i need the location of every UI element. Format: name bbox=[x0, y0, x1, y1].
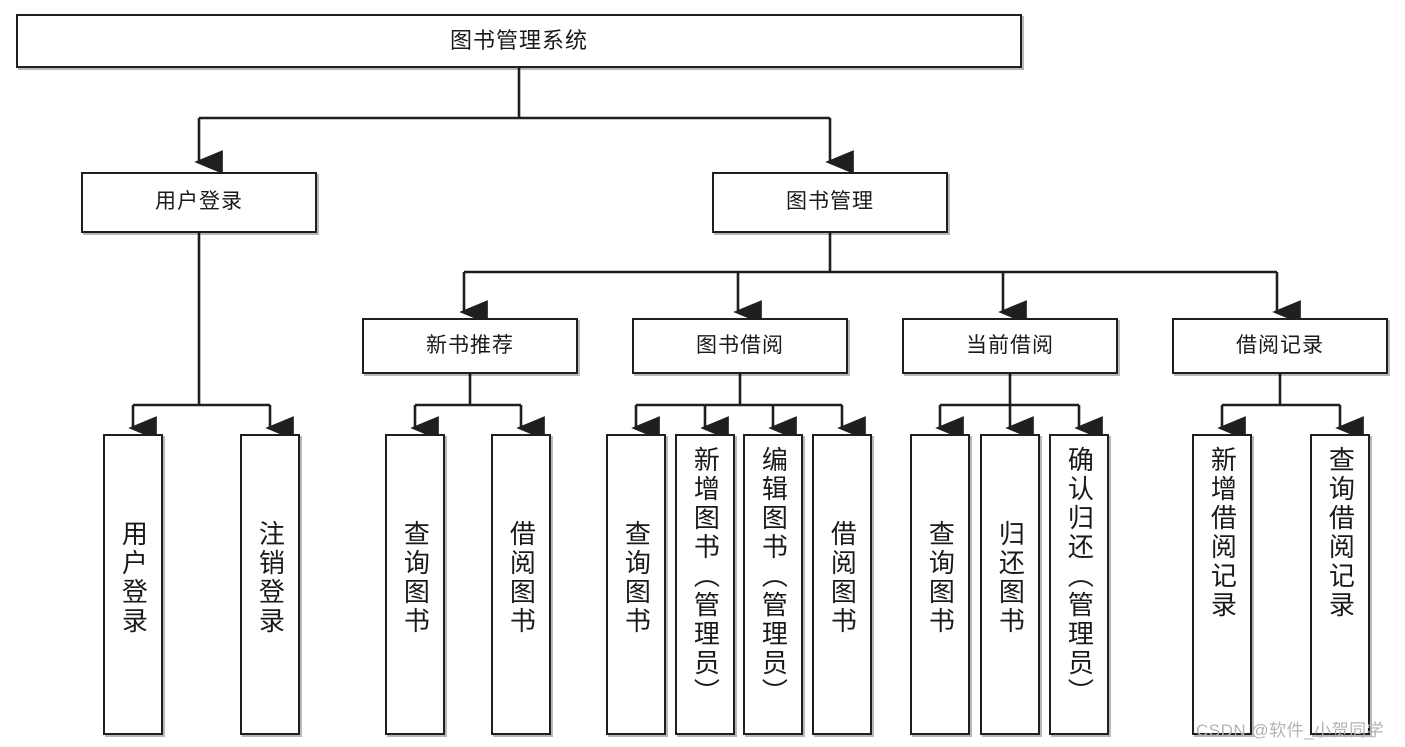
leaf-query-record[interactable]: 查询借阅记录 bbox=[1310, 434, 1370, 735]
node-user-login[interactable]: 用户登录 bbox=[81, 172, 317, 233]
node-current-borrow[interactable]: 当前借阅 bbox=[902, 318, 1118, 374]
node-root[interactable]: 图书管理系统 bbox=[16, 14, 1022, 68]
watermark: CSDN @软件_小贺同学 bbox=[1196, 721, 1385, 740]
leaf-add-record-label: 新增借阅记录 bbox=[1207, 446, 1238, 620]
node-current-borrow-label: 当前借阅 bbox=[966, 333, 1054, 357]
leaf-query-book-3[interactable]: 查询图书 bbox=[910, 434, 970, 735]
leaf-add-book-label: 新增图书（管理员） bbox=[690, 446, 721, 707]
node-borrow-record[interactable]: 借阅记录 bbox=[1172, 318, 1388, 374]
leaf-query-book-1[interactable]: 查询图书 bbox=[385, 434, 445, 735]
leaf-logout-label: 注销登录 bbox=[255, 520, 286, 636]
node-new-book-rec[interactable]: 新书推荐 bbox=[362, 318, 578, 374]
leaf-query-book-2-label: 查询图书 bbox=[621, 520, 652, 636]
leaf-logout[interactable]: 注销登录 bbox=[240, 434, 300, 735]
leaf-borrow-book-2[interactable]: 借阅图书 bbox=[812, 434, 872, 735]
leaf-query-book-1-label: 查询图书 bbox=[400, 520, 431, 636]
leaf-return-book[interactable]: 归还图书 bbox=[980, 434, 1040, 735]
leaf-add-book[interactable]: 新增图书（管理员） bbox=[675, 434, 735, 735]
leaf-query-book-2[interactable]: 查询图书 bbox=[606, 434, 666, 735]
node-new-book-rec-label: 新书推荐 bbox=[426, 333, 514, 357]
leaf-edit-book-label: 编辑图书（管理员） bbox=[758, 446, 789, 707]
leaf-user-login[interactable]: 用户登录 bbox=[103, 434, 163, 735]
leaf-confirm-return-label: 确认归还（管理员） bbox=[1064, 446, 1095, 707]
node-book-borrow-label: 图书借阅 bbox=[696, 333, 784, 357]
leaf-borrow-book-2-label: 借阅图书 bbox=[827, 520, 858, 636]
leaf-return-book-label: 归还图书 bbox=[995, 520, 1026, 636]
node-book-manage-label: 图书管理 bbox=[786, 190, 874, 214]
node-user-login-label: 用户登录 bbox=[155, 190, 243, 214]
leaf-query-book-3-label: 查询图书 bbox=[925, 520, 956, 636]
node-book-borrow[interactable]: 图书借阅 bbox=[632, 318, 848, 374]
leaf-confirm-return[interactable]: 确认归还（管理员） bbox=[1049, 434, 1109, 735]
node-borrow-record-label: 借阅记录 bbox=[1236, 333, 1324, 357]
leaf-query-record-label: 查询借阅记录 bbox=[1325, 446, 1356, 620]
leaf-user-login-label: 用户登录 bbox=[118, 520, 149, 636]
node-book-manage[interactable]: 图书管理 bbox=[712, 172, 948, 233]
node-root-label: 图书管理系统 bbox=[449, 28, 588, 54]
leaf-add-record[interactable]: 新增借阅记录 bbox=[1192, 434, 1252, 735]
leaf-borrow-book-1[interactable]: 借阅图书 bbox=[491, 434, 551, 735]
leaf-edit-book[interactable]: 编辑图书（管理员） bbox=[743, 434, 803, 735]
leaf-borrow-book-1-label: 借阅图书 bbox=[506, 520, 537, 636]
